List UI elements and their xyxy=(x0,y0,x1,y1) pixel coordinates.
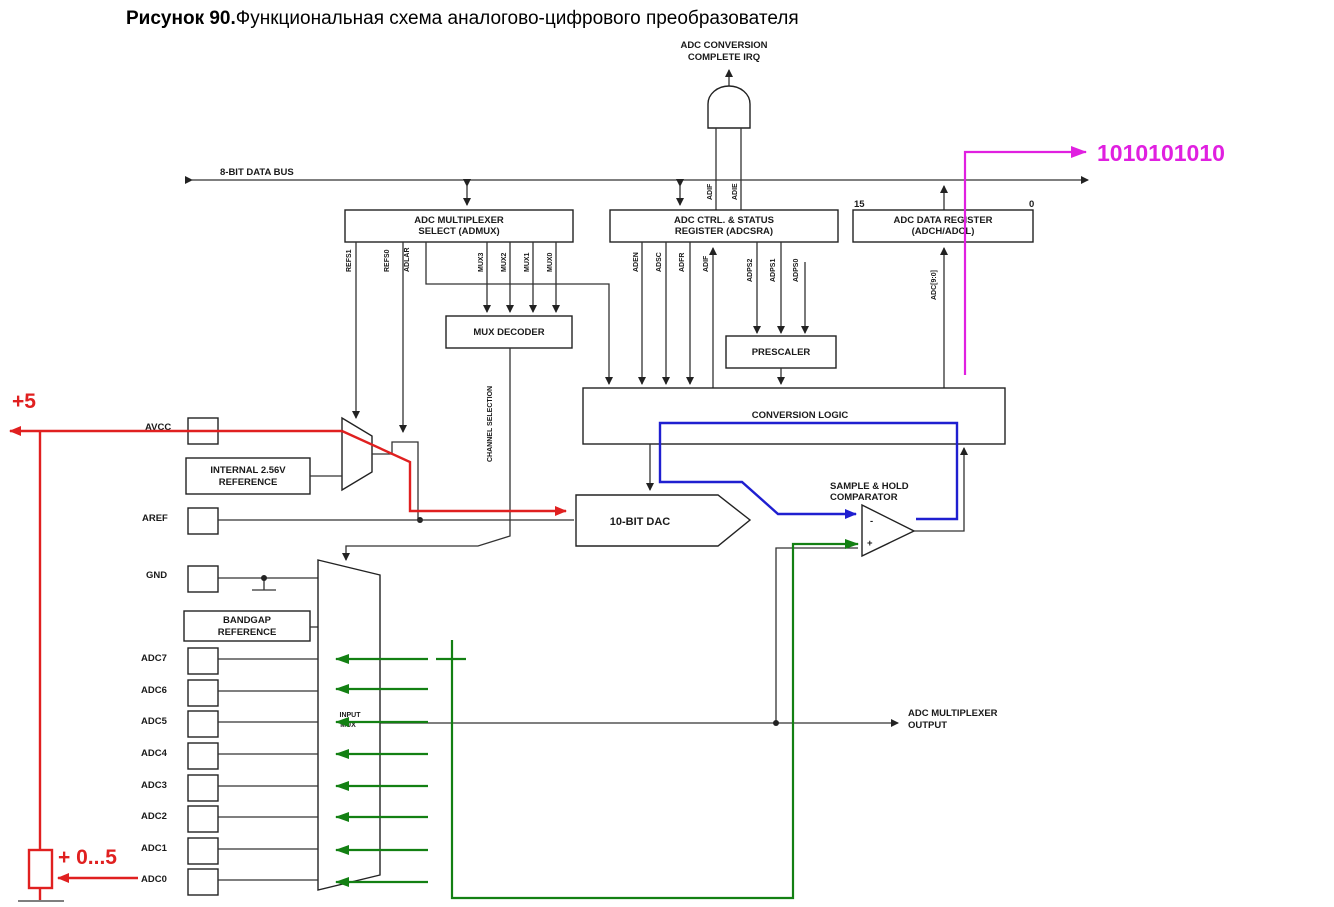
aref-pin xyxy=(187,507,219,535)
adc0-pin xyxy=(187,868,219,896)
adc2-pin xyxy=(187,805,219,833)
internal-ref-box xyxy=(185,457,311,495)
dac-block xyxy=(575,494,752,547)
adc7-label: ADC7 xyxy=(141,653,167,664)
reference-output xyxy=(372,441,419,520)
irq-label-2: COMPLETE IRQ xyxy=(688,52,760,63)
irq-label-1: ADC CONVERSION xyxy=(680,40,767,51)
internal-ref-label-1: INTERNAL 2.56V xyxy=(210,465,286,476)
datareg-label-2: (ADCH/ADCL) xyxy=(912,226,975,237)
input-mux xyxy=(317,559,381,891)
admux-bit-mux1: MUX1 xyxy=(524,252,531,272)
admux-register xyxy=(344,209,574,243)
adc-data-register xyxy=(852,209,1034,243)
adc5-label: ADC5 xyxy=(141,716,168,727)
input-arrows xyxy=(335,654,428,887)
adc1-pin xyxy=(187,837,219,865)
datareg-msb: 15 xyxy=(854,199,865,210)
comparator-minus: - xyxy=(870,516,873,527)
adlar-line xyxy=(425,242,613,385)
adcsra-bit-adps0: ADPS0 xyxy=(793,259,800,282)
avcc-label: AVCC xyxy=(145,422,171,433)
adc1-label: ADC1 xyxy=(141,843,168,854)
adcsra-bit-adsc: ADSC xyxy=(656,252,663,272)
adcsra-bit-adps1: ADPS1 xyxy=(770,259,777,282)
mux-output-junction xyxy=(773,720,779,726)
adc3-label: ADC3 xyxy=(141,780,167,791)
supply-to-dac xyxy=(341,429,567,516)
adie-bit-label: ADIE xyxy=(732,183,739,200)
bandgap-box xyxy=(183,610,311,642)
adcsra-bit-adps2: ADPS2 xyxy=(747,259,754,282)
admux-bit-mux2: MUX2 xyxy=(501,252,508,272)
adc5-pin xyxy=(187,710,219,738)
datareg-label-1: ADC DATA REGISTER xyxy=(893,215,992,226)
adif-bit-label: ADIF xyxy=(707,183,714,200)
prescaler-box xyxy=(725,335,837,369)
bandgap-label-1: BANDGAP xyxy=(223,615,272,626)
adc4-label: ADC4 xyxy=(141,748,168,759)
admux-bit-mux0: MUX0 xyxy=(547,252,554,272)
figure-caption: Рисунок 90.Функциональная схема аналогов… xyxy=(126,8,799,29)
input-range-label: + 0...5 xyxy=(58,846,117,869)
bandgap-label-2: REFERENCE xyxy=(218,627,277,638)
admux-bit-refs0: REFS0 xyxy=(384,249,391,272)
gnd-label: GND xyxy=(146,570,167,581)
adc2-label: ADC2 xyxy=(141,811,167,822)
adc-pin-group: ADC7 ADC6 ADC5 ADC4 ADC3 ADC2 ADC1 ADC0 xyxy=(141,647,318,896)
comparator-plus: + xyxy=(867,538,873,549)
adc4-pin xyxy=(187,742,219,770)
adc0-label: ADC0 xyxy=(141,874,167,885)
comparator-feedback xyxy=(914,447,968,532)
internal-ref-label-2: REFERENCE xyxy=(219,477,278,488)
mux-output-label-2: OUTPUT xyxy=(908,720,947,731)
admux-bit-adlar: ADLAR xyxy=(404,248,411,273)
result-value: 1010101010 xyxy=(1097,140,1225,166)
mux-decoder-label: MUX DECODER xyxy=(473,327,544,338)
and-gate xyxy=(707,85,751,129)
datareg-lsb: 0 xyxy=(1029,199,1034,210)
adcsra-bit-aden: ADEN xyxy=(633,252,640,272)
dac-label: 10-BIT DAC xyxy=(610,516,671,528)
adc6-pin xyxy=(187,679,219,707)
mux-output-to-comparator xyxy=(775,547,858,723)
channel-selection-label: CHANNEL SELECTION xyxy=(487,386,494,462)
channel-selection-line xyxy=(342,348,511,561)
input-mux-label-1: INPUT xyxy=(340,712,362,719)
mux-output-label-1: ADC MULTIPLEXER xyxy=(908,708,998,719)
result-arrow xyxy=(963,146,1087,375)
adc6-label: ADC6 xyxy=(141,685,167,696)
potentiometer xyxy=(27,848,54,890)
adcsra-label-1: ADC CTRL. & STATUS xyxy=(674,215,774,226)
dac-feedback-path xyxy=(658,421,959,521)
admux-bit-mux3: MUX3 xyxy=(478,252,485,272)
mux-decoder-box xyxy=(445,315,573,349)
comparator-label-1: SAMPLE & HOLD xyxy=(830,481,909,492)
data-bus-label: 8-BIT DATA BUS xyxy=(220,167,294,178)
admux-label-2: SELECT (ADMUX) xyxy=(418,226,499,237)
prescaler-label: PRESCALER xyxy=(752,347,811,358)
gnd-junction xyxy=(261,575,267,581)
conversion-logic-box xyxy=(582,387,1006,445)
comparator-symbol xyxy=(861,503,916,558)
adc7-pin xyxy=(187,647,219,675)
admux-label-1: ADC MULTIPLEXER xyxy=(414,215,504,226)
adcsra-bit-adfr: ADFR xyxy=(679,253,686,272)
adcsra-register xyxy=(609,209,839,243)
conversion-logic-label: CONVERSION LOGIC xyxy=(752,410,849,421)
aref-label: AREF xyxy=(142,513,168,524)
reference-selector-mux xyxy=(341,416,373,492)
adc-result-bits: ADC[9:0] xyxy=(931,270,938,300)
signal-to-comparator xyxy=(450,539,859,900)
supply-voltage-label: +5 xyxy=(12,390,36,413)
adcsra-bit-adif: ADIF xyxy=(703,255,710,272)
gnd-pin xyxy=(187,565,219,593)
adc3-pin xyxy=(187,774,219,802)
adcsra-label-2: REGISTER (ADCSRA) xyxy=(675,226,773,237)
admux-bit-refs1: REFS1 xyxy=(346,249,353,272)
comparator-label-2: COMPARATOR xyxy=(830,492,898,503)
